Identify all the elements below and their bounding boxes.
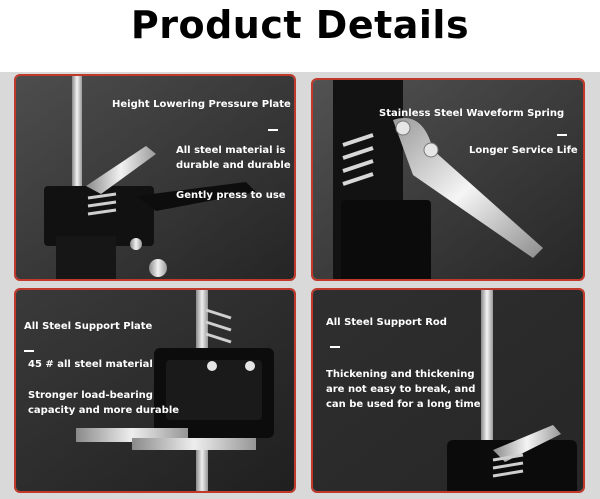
pressure-plate-illustration [16, 76, 294, 279]
panel1-line2: durable and durable [176, 160, 291, 171]
panel3-heading: All Steel Support Plate [24, 321, 153, 332]
panel1-line3: Gently press to use [176, 190, 286, 201]
panel3-line2: Stronger load-bearing [28, 390, 153, 401]
panel3-divider [24, 350, 34, 352]
panel2-heading: Stainless Steel Waveform Spring [379, 108, 565, 119]
support-plate-illustration [16, 290, 294, 491]
panel-support-rod: All Steel Support Rod Thickening and thi… [311, 288, 585, 493]
panel4-line3: can be used for a long time [326, 399, 481, 410]
support-rod-illustration [313, 290, 583, 491]
panel-waveform-spring: Stainless Steel Waveform Spring Longer S… [311, 78, 585, 281]
panel4-line2: are not easy to break, and [326, 384, 476, 395]
panel-support-plate: All Steel Support Plate 45 # all steel m… [14, 288, 296, 493]
waveform-spring-illustration [313, 80, 583, 279]
panel4-divider [330, 346, 340, 348]
panel1-divider [268, 129, 278, 131]
panel-pressure-plate: Height Lowering Pressure Plate All steel… [14, 74, 296, 281]
panel3-line3: capacity and more durable [28, 405, 180, 416]
panel4-heading: All Steel Support Rod [326, 317, 447, 328]
panel2-line1: Longer Service Life [469, 145, 578, 156]
panel1-heading: Height Lowering Pressure Plate [112, 99, 291, 110]
panel3-line1: 45 # all steel material [28, 359, 153, 370]
page-title: Product Details [130, 3, 470, 47]
panel1-line1: All steel material is [176, 145, 286, 156]
panel4-line1: Thickening and thickening [326, 369, 475, 380]
panel2-divider [557, 134, 567, 136]
